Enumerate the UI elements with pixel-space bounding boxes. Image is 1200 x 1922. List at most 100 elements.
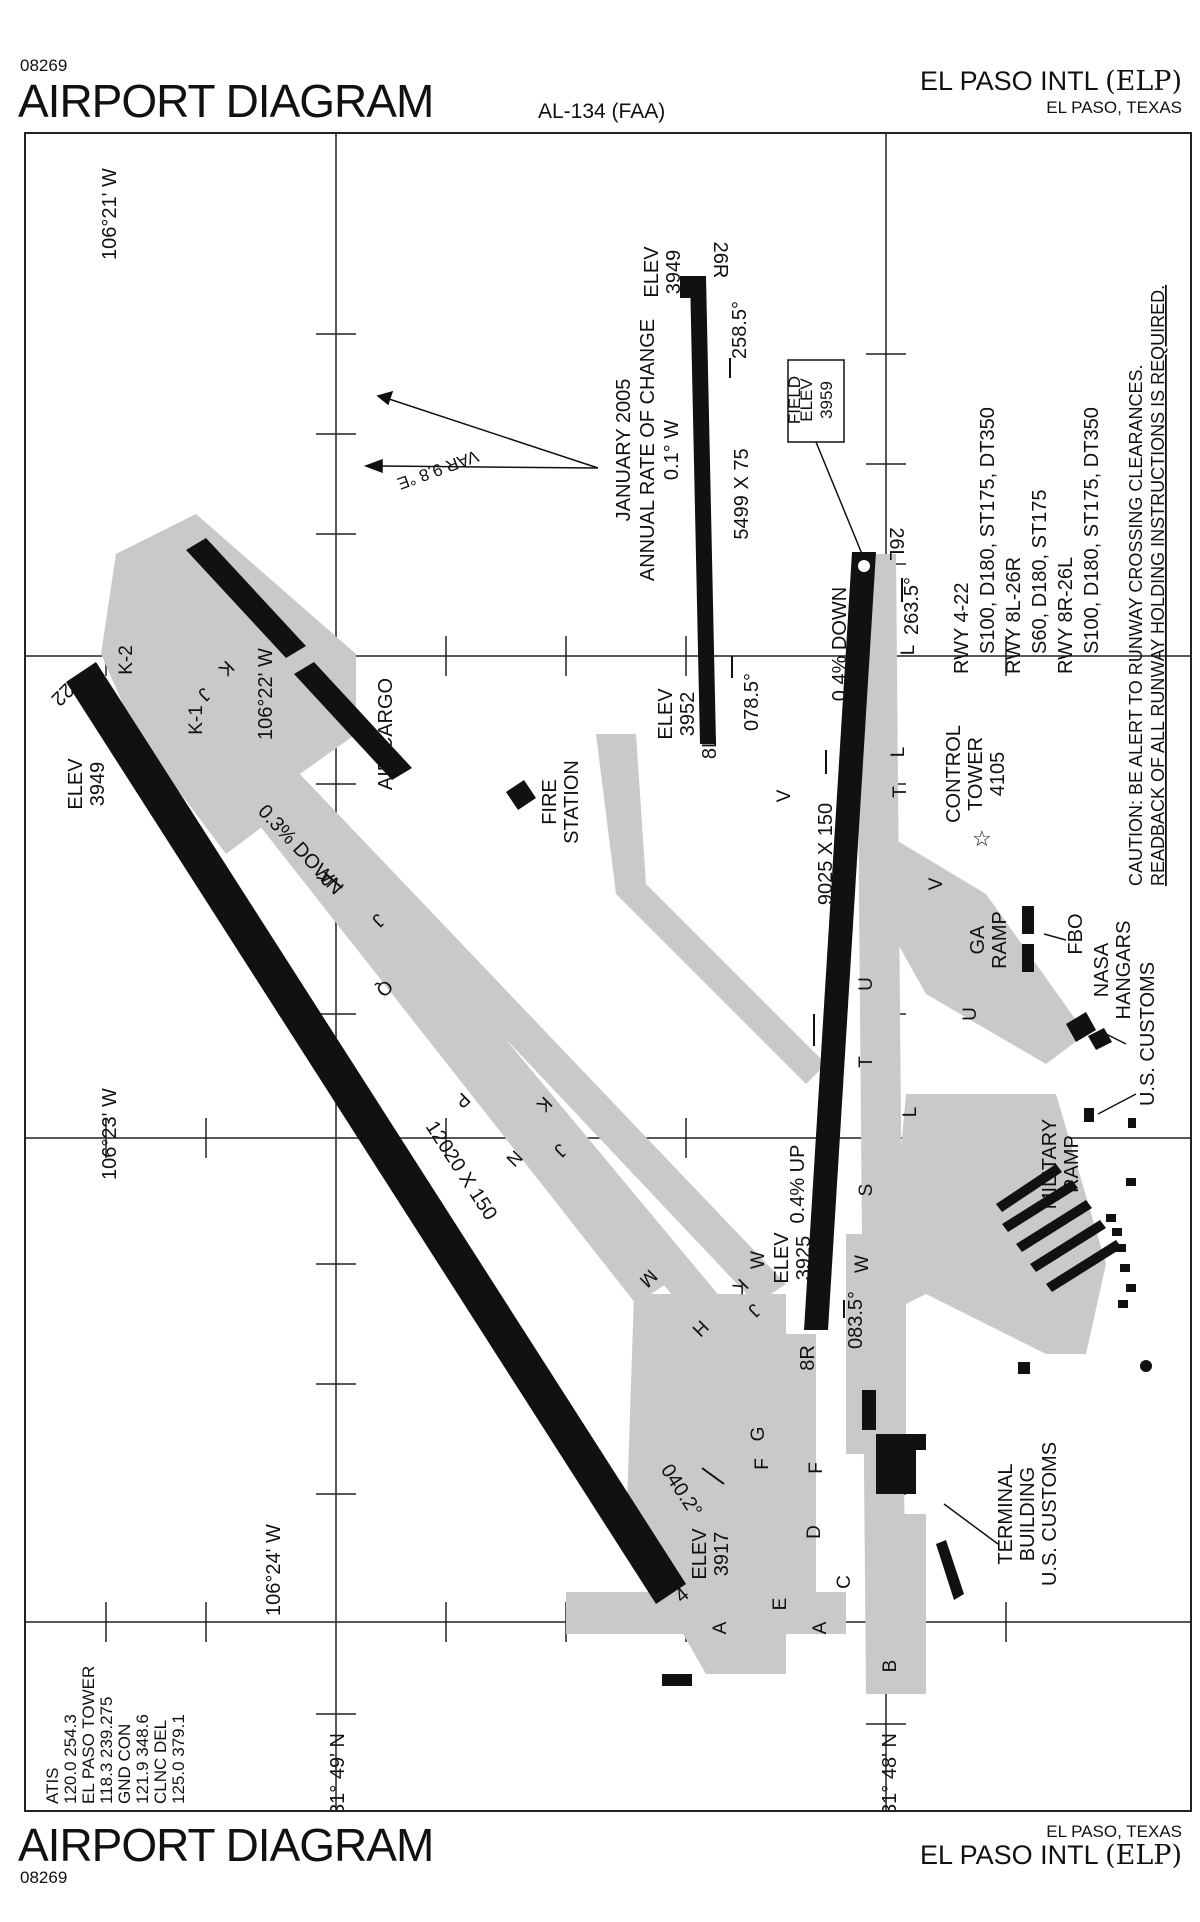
field-elev-line-1: FIELD: [785, 376, 804, 424]
rwy-26l-id: 26L: [885, 527, 907, 560]
airport-id: (ELP): [1105, 66, 1182, 97]
taxiway-label-w1: W: [748, 1251, 769, 1269]
freq-1: 120.0 254.3: [61, 1714, 80, 1804]
taxiway-f: [726, 1334, 816, 1634]
field-elev-line-3: 3959: [817, 381, 836, 419]
rwy-8r-elev-label: ELEV: [771, 1232, 793, 1284]
south-building: [662, 1674, 692, 1686]
military-ramp-label-1: MILITARY: [1039, 1119, 1061, 1209]
rwy-8r-id: 8R: [797, 1345, 819, 1371]
air-cargo-building-north: [186, 538, 306, 658]
footer-airport-name-text: EL PASO INTL: [920, 1840, 1098, 1870]
lon-label-4: 106°24' W: [263, 1524, 285, 1616]
runway-8r-26l: [804, 552, 876, 1330]
taxiways: [101, 514, 1106, 1694]
air-cargo-building-south: [294, 662, 412, 780]
rwy-8r-elev: 3925: [793, 1236, 815, 1281]
lat-label-2: 31° 48' N: [879, 1733, 901, 1810]
fbo-label: FBO: [1065, 913, 1087, 954]
military-ramp-structures: [996, 1118, 1136, 1308]
rwy-8r-heading: 083.5°: [845, 1291, 867, 1349]
diagram-svg: ☆ 106°21' W 106°22' W 106°23' W 106°24' …: [26, 134, 1190, 1815]
taxiway-label-s: S: [856, 1184, 877, 1197]
strength-rwy-2-name: RWY 8L-26R: [1003, 557, 1025, 674]
freq-0: ATIS: [43, 1767, 62, 1804]
mil-building: [1018, 1362, 1030, 1374]
taxiway-label-v1: V: [774, 789, 795, 802]
nasa-hangar-1: [1066, 1012, 1096, 1042]
taxiway-label-w2: W: [852, 1255, 873, 1273]
us-customs-label: U.S. CUSTOMS: [1137, 962, 1159, 1106]
fbo-leader: [1043, 933, 1067, 941]
taxiway-label-e: E: [770, 1598, 791, 1611]
tower-label-1: CONTROL: [943, 725, 965, 823]
rwy-8l-elev: 3952: [677, 692, 699, 737]
taxiway-label-k2: K-2: [116, 645, 137, 675]
fbo-building-1: [1022, 906, 1034, 934]
taxiway-label-g: G: [748, 1427, 769, 1442]
freq-2: EL PASO TOWER: [79, 1666, 98, 1804]
lon-label-3: 106°23' W: [99, 1088, 121, 1180]
customs-leader: [1097, 1093, 1137, 1115]
mag-line-1: JANUARY 2005: [613, 379, 635, 522]
fbo-building-2: [1022, 944, 1034, 972]
military-ramp-label-2: RAMP: [1061, 1135, 1083, 1193]
taxiway-label-t1: T: [856, 1056, 877, 1068]
taxiway-k: [156, 679, 666, 1304]
airport-diagram-chart: ☆ 106°21' W 106°22' W 106°23' W 106°24' …: [24, 132, 1192, 1815]
field-elev-leader: [815, 441, 863, 555]
mag-line-3: 0.1° W: [661, 420, 683, 480]
ga-ramp-label-2: RAMP: [989, 911, 1011, 969]
nasa-label-1: NASA: [1091, 942, 1113, 997]
freq-4: GND CON: [115, 1724, 134, 1804]
taxiway-b: [886, 1514, 926, 1694]
rwy-22-elev: 3949: [87, 762, 109, 807]
terminal-label-1: TERMINAL: [995, 1463, 1017, 1564]
taxiway-label-k1: K-1: [186, 705, 207, 735]
taxiway-label-d: D: [804, 1525, 825, 1539]
taxiway-j: [201, 709, 726, 1324]
airport-name: EL PASO INTL: [920, 66, 1098, 96]
taxiway-label-l2: L: [898, 645, 919, 656]
footer-airport-name: EL PASO INTL (ELP): [920, 1840, 1182, 1871]
caution-line-1: CAUTION: BE ALERT TO RUNWAY CROSSING CLE…: [1126, 365, 1146, 886]
rwy-26r-elev: 3949: [663, 250, 685, 295]
taxiway-label-v2: V: [926, 877, 947, 890]
terminal-label-2: BUILDING: [1017, 1467, 1039, 1561]
tower-label-3: 4105: [987, 752, 1009, 797]
rwy-22-elev-label: ELEV: [65, 758, 87, 810]
footer-title: AIRPORT DIAGRAM: [18, 1819, 434, 1871]
rwy-8l-26r-dims: 5499 X 75: [731, 448, 753, 539]
terminal-building: [862, 1390, 964, 1600]
rwy-8l-heading: 078.5°: [741, 673, 763, 731]
mag-var: VAR 9.8 °E: [395, 446, 481, 493]
ga-ramp: [881, 834, 1086, 1064]
heading-arrows: [225, 358, 903, 1485]
freq-5: 121.9 348.6: [133, 1714, 152, 1804]
taxiway-label-c: C: [834, 1575, 855, 1589]
taxiway-k-outer: [246, 749, 786, 1304]
runway-8l-26r: [690, 276, 716, 744]
city-state-header: EL PASO, TEXAS: [1046, 98, 1182, 117]
taxiway-label-a1: A: [710, 1621, 731, 1634]
tower-label-2: TOWER: [965, 737, 987, 811]
rwy-8l-id: 8L: [699, 737, 721, 759]
procedure-id: AL-134 (FAA): [538, 100, 666, 123]
rwy-26r-elev-label: ELEV: [641, 246, 663, 298]
freq-3: 118.3 239.275: [97, 1697, 116, 1804]
strength-rwy-2-val: S60, D180, ST175: [1029, 489, 1051, 654]
runway-26l-threshold-marker: [858, 560, 870, 572]
footer-airport-id: (ELP): [1105, 1840, 1182, 1871]
rwy-26l-slope: 0.4% DOWN: [829, 587, 851, 701]
terminal-leader: [943, 1503, 999, 1545]
lat-label-1: 31° 49' N: [327, 1733, 349, 1810]
airport-name-header: EL PASO INTL (ELP): [920, 66, 1182, 97]
taxiway-label-u2: U: [960, 1007, 981, 1021]
fire-station-building: [506, 780, 536, 810]
runway-26r-pad: [680, 276, 702, 298]
footer-city-state: EL PASO, TEXAS: [1046, 1822, 1182, 1841]
rwy-8l-elev-label: ELEV: [655, 688, 677, 740]
caution-line-2: READBACK OF ALL RUNWAY HOLDING INSTRUCTI…: [1148, 285, 1168, 886]
field-elev-line-2: ELEV: [797, 378, 816, 422]
nasa-hangar-2: [1088, 1028, 1112, 1050]
